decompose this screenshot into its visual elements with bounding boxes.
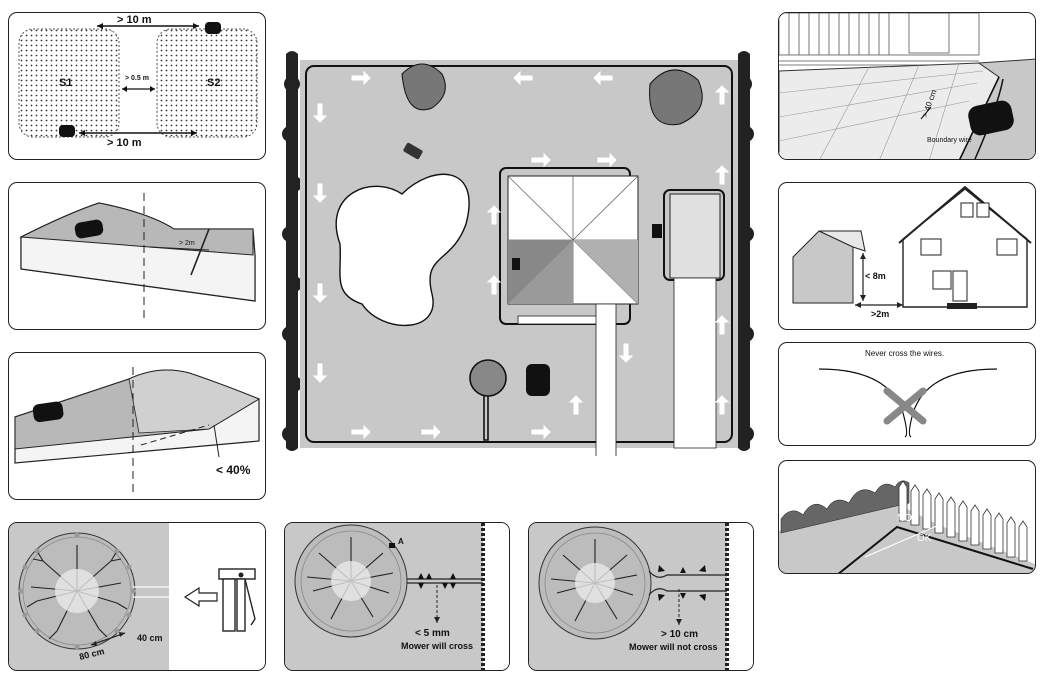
distance-40cm-label: 40 cm <box>137 633 163 643</box>
no-label: NO <box>897 513 912 524</box>
wire-5mm-drawing <box>285 523 509 670</box>
mower-will-not-cross-note: Mower will not cross <box>629 642 718 652</box>
panel-zone-spacing: > 10 m S1 S2 > 0.5 m > 10 m <box>8 12 266 160</box>
garden-plan-drawing <box>282 51 754 677</box>
tree-perimeter-drawing <box>9 523 265 670</box>
never-cross-drawing <box>818 368 998 438</box>
grade-label: < 40% <box>216 463 251 477</box>
never-cross-caption: Never cross the wires. <box>865 349 945 358</box>
hedge-fence-drawing <box>779 480 1035 573</box>
house-drawing <box>792 185 1032 309</box>
mower-icon <box>205 22 221 34</box>
top-distance-label: > 10 m <box>117 14 152 26</box>
mower-icon <box>526 364 550 396</box>
side-distance-label: > 2m <box>179 240 195 247</box>
panel-terrace-edge: > 40 cm Boundary wire <box>778 12 1036 160</box>
hedge-left <box>282 51 302 451</box>
point-a-label: A <box>398 537 404 546</box>
charging-station-icon <box>403 142 423 160</box>
panel-slope-grade: < 40% <box>8 352 266 500</box>
boundary-wire-label: Boundary wire <box>927 137 972 144</box>
zone-spacing-drawing <box>18 22 258 138</box>
bottom-distance-label: > 10 m <box>107 137 142 149</box>
panel-wire-under-5mm: A < 5 mm Mower will cross <box>284 522 510 671</box>
prohibited-x-icon <box>883 387 927 425</box>
panel-wire-over-10cm: > 10 cm Mower will not cross <box>528 522 754 671</box>
zone-s2-label: S2 <box>207 77 221 89</box>
garden-plan <box>282 44 754 677</box>
gap-distance-label: > 0.5 m <box>125 75 149 82</box>
wire-10cm-drawing <box>529 523 753 670</box>
mower-icon <box>59 125 75 137</box>
ok-label: OK <box>917 533 932 544</box>
terrace-drawing <box>779 13 1035 159</box>
mower-will-cross-note: Mower will cross <box>401 641 474 651</box>
mower-icon <box>74 219 104 239</box>
over-10cm-label: > 10 cm <box>661 629 698 640</box>
panel-hedge-fence: NO OK <box>778 460 1036 574</box>
slope-grade-drawing <box>14 367 261 493</box>
mower-icon <box>32 401 64 423</box>
zone-s1 <box>18 28 120 138</box>
under-5mm-label: < 5 mm <box>415 628 450 639</box>
boundary-wire-loop <box>305 65 733 443</box>
house-distance-label: >2m <box>871 309 890 319</box>
panel-slope-side: > 2m <box>8 182 266 330</box>
panel-tree-perimeter: 40 cm 80 cm <box>8 522 266 671</box>
panel-house-distance: < 8m >2m <box>778 182 1036 330</box>
arrow-left-icon <box>183 586 218 608</box>
shed-height-label: < 8m <box>865 271 886 281</box>
pond <box>335 173 470 326</box>
panel-never-cross: Never cross the wires. <box>778 342 1036 446</box>
zone-s1-label: S1 <box>59 77 73 89</box>
slope-side-drawing <box>19 193 256 323</box>
mower-icon <box>968 100 1014 136</box>
